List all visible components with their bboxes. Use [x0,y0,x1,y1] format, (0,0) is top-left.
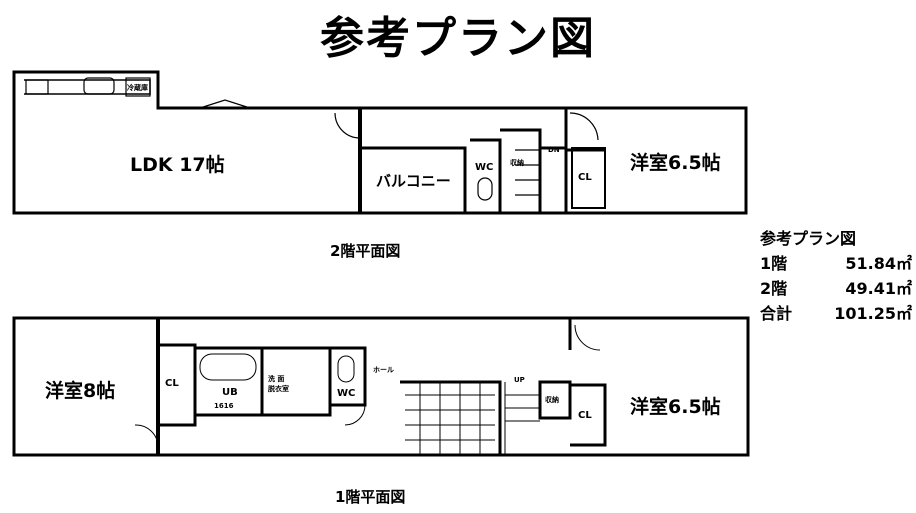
area-label: 2階 [760,279,788,298]
floor2-details [25,77,720,215]
floor1-caption: 1階平面図 [335,488,406,506]
area-value: 51.84㎡ [845,254,912,273]
fridge-label: 冷蔵庫 [127,84,148,92]
area-table-heading: 参考プラン図 [760,229,857,248]
area-row-total: 合計 101.25㎡ [760,301,912,326]
room-western-label: 洋室6.5帖 [630,152,721,174]
room-closet-label: CL [578,172,592,183]
ub-size-label: 1616 [214,402,234,410]
plan-title: 参考プラン図 [320,13,596,64]
storage-label: 収納 [545,396,559,404]
hall-label: ホール [373,366,394,374]
floor1-details [60,324,720,457]
washroom-label: 洗 面 脱衣室 [268,375,289,393]
area-value: 49.41㎡ [845,279,912,298]
room-storage-label: 収納 [510,159,524,167]
floor2-caption: 2階平面図 [330,242,401,260]
floor2-walls [12,70,748,215]
stair-up-label: UP [514,376,525,384]
stair-dn-label: DN [548,146,560,154]
area-label: 合計 [760,304,793,323]
floor1-walls [12,316,750,457]
wc-label: WC [337,388,356,399]
closet-left-label: CL [165,378,179,389]
area-label: 1階 [760,254,788,273]
room-balcony-label: バルコニー [376,172,451,190]
area-table: 参考プラン図 1階 51.84㎡ 2階 49.41㎡ 合計 101.25㎡ [760,226,912,326]
room-western65-label: 洋室6.5帖 [630,396,721,418]
closet-right-label: CL [578,410,592,421]
room-western8-label: 洋室8帖 [45,380,116,402]
room-ldk-label: LDK 17帖 [130,154,225,176]
room-wc-label: WC [475,162,494,173]
area-row-1f: 1階 51.84㎡ [760,251,912,276]
area-row-2f: 2階 49.41㎡ [760,276,912,301]
area-value: 101.25㎡ [834,304,912,323]
ub-label: UB [222,387,238,398]
